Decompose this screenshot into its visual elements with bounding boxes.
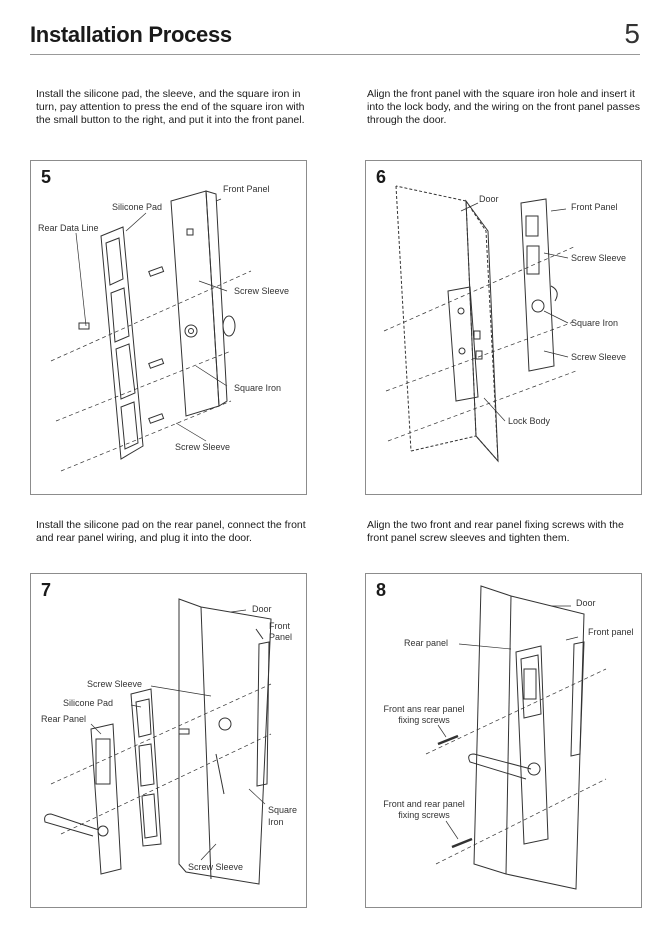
label-lock-body: Lock Body <box>508 416 551 426</box>
label-fixing-screws-bottom-line2: fixing screws <box>398 810 450 820</box>
step-7-instruction: Install the silicone pad on the rear pan… <box>36 519 306 544</box>
step-6-illustration <box>383 185 577 463</box>
label-door: Door <box>252 604 272 614</box>
label-screw-sleeve-bottom: Screw Sleeve <box>175 442 231 452</box>
label-door: Door <box>576 598 596 608</box>
step-5-diagram: 5 Front Panel Silicone Pad Rear Data Lin… <box>30 160 307 495</box>
label-fixing-screws-top-line1: Front ans rear panel <box>383 704 465 714</box>
label-silicone-pad: Silicone Pad <box>112 202 163 212</box>
label-rear-panel: Rear panel <box>404 638 449 648</box>
step-8-illustration <box>425 585 607 890</box>
label-front-panel: Front panel <box>588 627 634 637</box>
label-square: Square <box>268 805 298 815</box>
label-rear-data-line: Rear Data Line <box>38 223 99 233</box>
label-fixing-screws-top-line2: fixing screws <box>398 715 450 725</box>
step-7-illustration <box>44 598 272 885</box>
label-front-panel: Front Panel <box>223 184 270 194</box>
label-square-iron: Square Iron <box>234 383 282 393</box>
label-screw-sleeve-top: Screw Sleeve <box>87 679 143 689</box>
label-screw-sleeve-bottom: Screw Sleeve <box>188 862 244 872</box>
step-8-number: 8 <box>376 580 387 600</box>
label-iron: Iron <box>268 817 284 827</box>
step-5-illustration <box>50 190 252 472</box>
page-number: 5 <box>624 18 640 49</box>
label-screw-sleeve-bottom: Screw Sleeve <box>571 352 627 362</box>
label-rear-panel: Rear Panel <box>41 714 87 724</box>
page-title: Installation Process <box>30 22 232 47</box>
step-6-diagram: 6 Door Front Panel Screw Sleeve Square I… <box>365 160 642 495</box>
step-6-instruction: Align the front panel with the square ir… <box>367 88 640 126</box>
label-front-panel: Front Panel <box>571 202 618 212</box>
step-6-number: 6 <box>376 167 387 187</box>
step-7-diagram: 7 Door Front Panel Screw Sleeve Silicone… <box>30 573 307 908</box>
label-screw-sleeve-top: Screw Sleeve <box>234 286 290 296</box>
label-front: Front <box>269 621 291 631</box>
header-divider <box>30 54 640 55</box>
label-square-iron: Square Iron <box>571 318 619 328</box>
label-silicone-pad: Silicone Pad <box>63 698 114 708</box>
step-8-instruction: Align the two front and rear panel fixin… <box>367 519 624 544</box>
step-5-number: 5 <box>41 167 52 187</box>
step-8-diagram: 8 Door Front panel Rear panel Front ans … <box>365 573 642 908</box>
step-7-number: 7 <box>41 580 52 600</box>
step-5-instruction: Install the silicone pad, the sleeve, an… <box>36 88 305 126</box>
label-door: Door <box>479 194 499 204</box>
label-panel: Panel <box>269 632 293 642</box>
label-fixing-screws-bottom-line1: Front and rear panel <box>383 799 465 809</box>
label-screw-sleeve-top: Screw Sleeve <box>571 253 627 263</box>
